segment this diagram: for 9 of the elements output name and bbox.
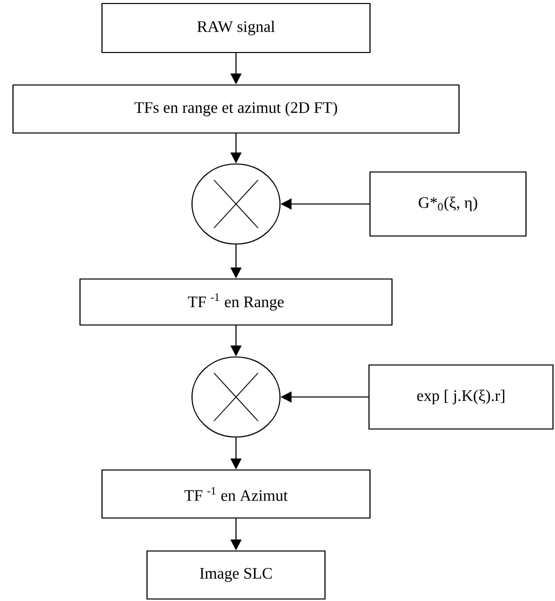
- multiplier-circle: [191, 163, 281, 245]
- process-box: TF $^{-1}$ en Range: [79, 278, 393, 326]
- process-box: G*$_{0}$(ξ, η): [369, 171, 527, 237]
- process-box: TF $^{-1}$ en Azimut: [101, 469, 371, 519]
- process-box: RAW signal: [101, 2, 371, 54]
- process-box: exp [ j.K(ξ).r]: [368, 364, 554, 430]
- multiplier-circle: [191, 356, 281, 438]
- process-box: TFs en range et azimut (2D FT): [12, 84, 460, 134]
- process-box: Image SLC: [146, 550, 326, 600]
